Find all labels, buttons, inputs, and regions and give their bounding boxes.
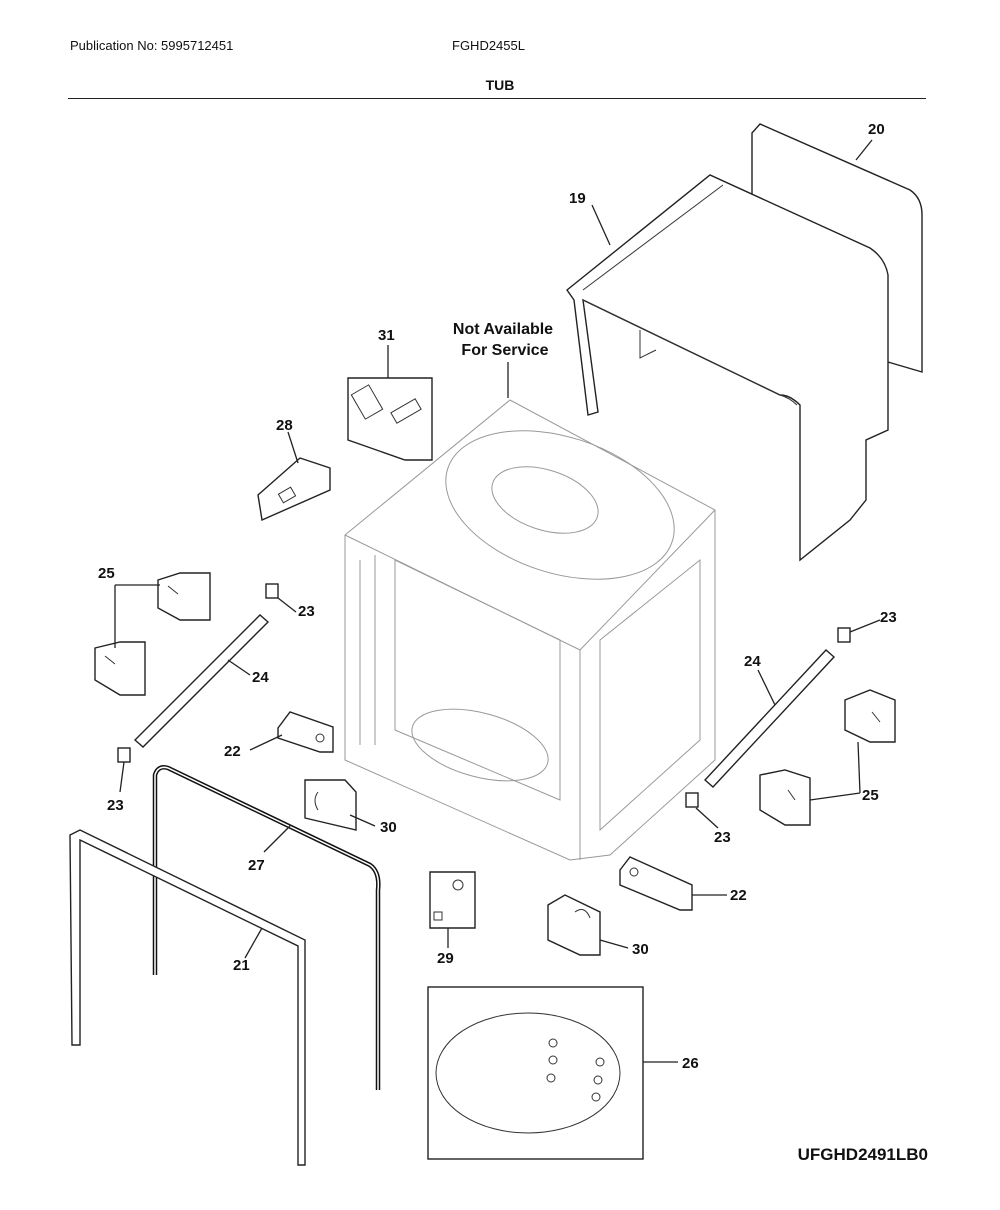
part-24-left-rail[interactable] [133,614,270,748]
part-30-right-bracket[interactable] [547,894,601,956]
part-24-right-rail[interactable] [703,649,836,788]
model-number: FGHD2455L [452,38,525,53]
part-25-right-clips[interactable] [759,689,896,826]
part-28-bracket[interactable] [257,457,331,522]
part-25-left-clips[interactable] [94,572,211,696]
part-31-bracket-kit[interactable] [347,377,433,461]
publication-number: Publication No: 5995712451 [70,38,234,53]
part-22-left-bracket[interactable] [277,711,334,753]
leader-lines [114,139,881,1063]
not-available-note-line1: Not Available [453,321,553,338]
callout-22-left: 22 [224,743,241,760]
callout-31: 31 [378,327,395,344]
part-21-door-seal[interactable] [69,829,306,1166]
callout-labels: 20 19 31 28 25 23 24 22 23 30 27 21 29 3… [98,121,897,1072]
callout-29: 29 [437,950,454,967]
part-22-right-bracket[interactable] [619,856,693,911]
part-19-insulation-top[interactable] [566,174,889,562]
callout-23-left-top: 23 [298,603,315,620]
callout-30-right: 30 [632,941,649,958]
callout-24-right: 24 [744,653,761,670]
part-29-bracket[interactable] [429,871,476,929]
not-available-note-line2: For Service [461,342,548,359]
tub-assembly [344,399,716,861]
section-title: TUB [485,77,515,93]
callout-20: 20 [868,121,885,138]
part-23-right-rollers[interactable] [685,627,851,808]
part-26-hardware-kit[interactable] [427,986,644,1160]
callout-25-left: 25 [98,565,115,582]
callout-22-right: 22 [730,887,747,904]
callout-30-left: 30 [380,819,397,836]
callout-26: 26 [682,1055,699,1072]
callout-28: 28 [276,417,293,434]
callout-19: 19 [569,190,586,207]
callout-21: 21 [233,957,250,974]
callout-27: 27 [248,857,265,874]
part-30-left-bracket[interactable] [304,779,357,831]
callout-25-right: 25 [862,787,879,804]
part-27-door-gasket[interactable] [152,765,381,1090]
diagram-code: UFGHD2491LB0 [797,1145,928,1164]
callout-23-right-bottom: 23 [714,829,731,846]
callout-23-right-top: 23 [880,609,897,626]
callout-24-left: 24 [252,669,269,686]
callout-23-left-bottom: 23 [107,797,124,814]
header-divider [68,98,926,99]
